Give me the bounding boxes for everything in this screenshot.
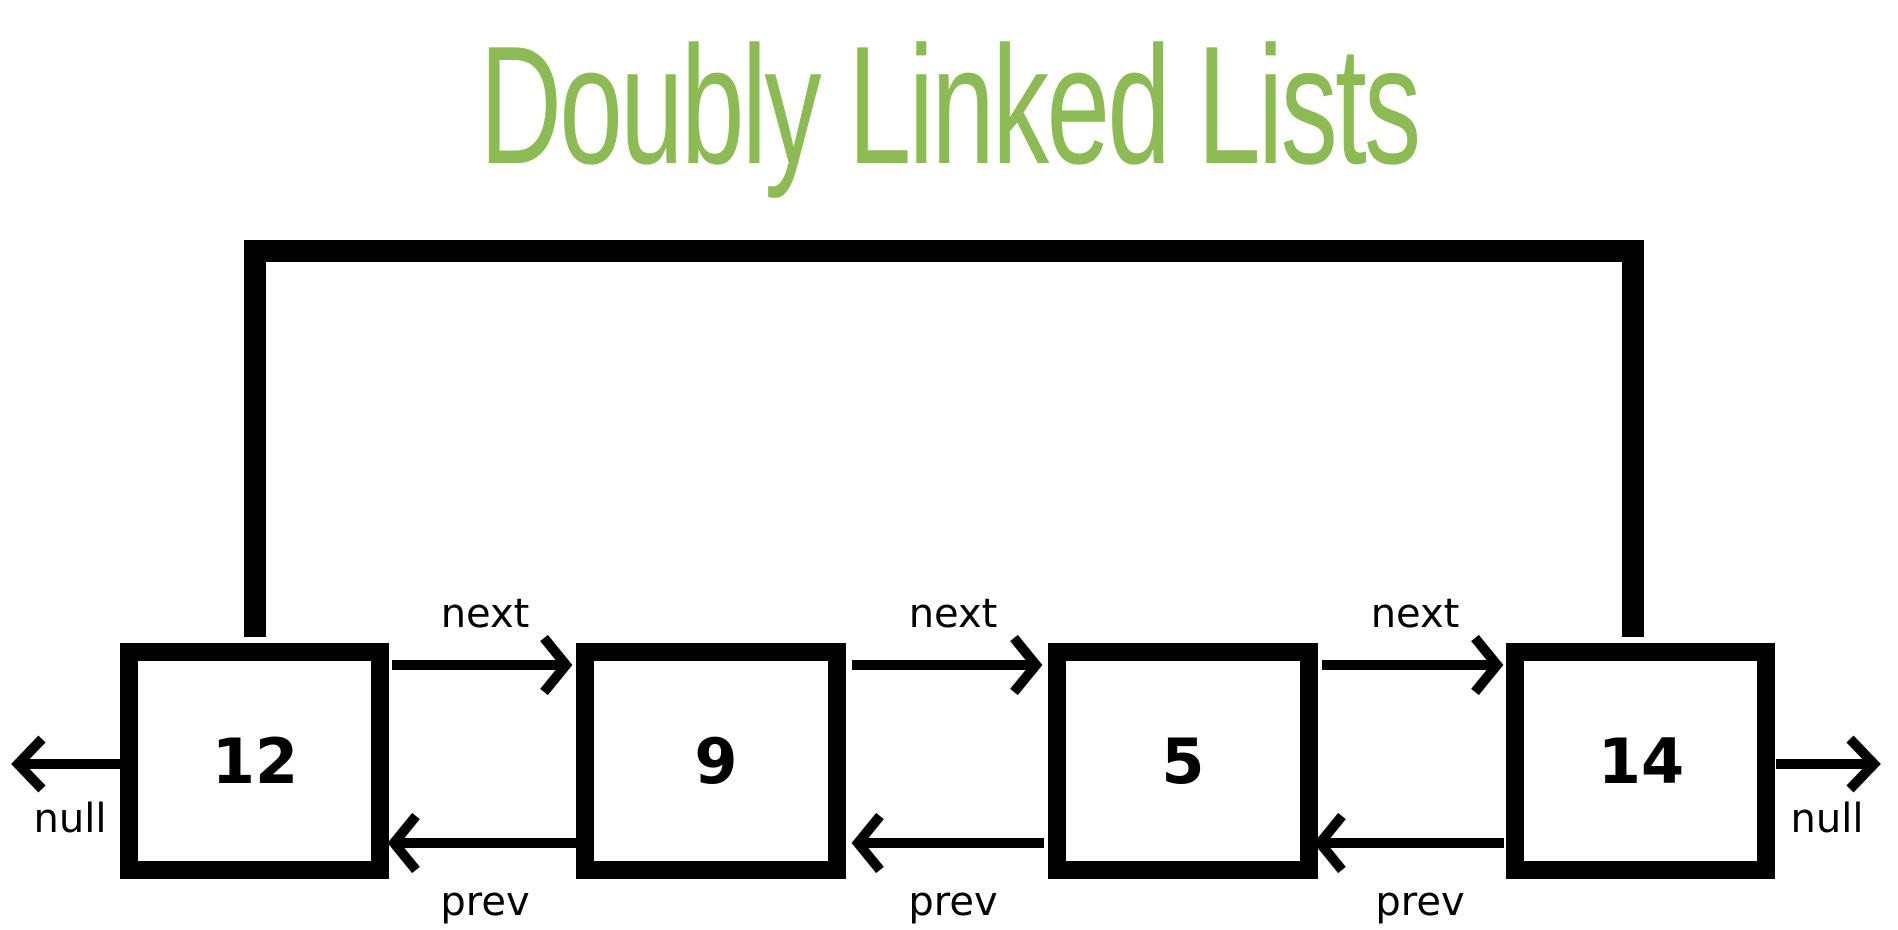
next-label: next	[441, 591, 530, 637]
connector-top-bar	[244, 240, 1644, 262]
prev-label: prev	[1375, 879, 1464, 925]
prev-arrow	[387, 812, 577, 874]
prev-label: prev	[908, 879, 997, 925]
node: 12	[120, 643, 389, 879]
node-box	[1506, 643, 1775, 879]
next-label: next	[909, 591, 998, 637]
node-box	[120, 643, 389, 879]
next-label: next	[1371, 591, 1460, 637]
null-arrow-left	[11, 735, 121, 793]
null-arrow-right	[1776, 735, 1881, 793]
node-value: 5	[1161, 725, 1204, 798]
node: 14	[1506, 643, 1775, 879]
prev-label: prev	[440, 879, 529, 925]
node: 5	[1048, 643, 1318, 879]
next-arrow	[1322, 634, 1504, 696]
node-value: 12	[212, 725, 298, 798]
prev-arrow	[851, 812, 1044, 874]
prev-arrow	[1313, 812, 1504, 874]
node-value: 14	[1598, 725, 1684, 798]
node-box	[576, 643, 846, 879]
connector-right-riser	[1622, 240, 1644, 637]
null-label-right: null	[1791, 796, 1864, 842]
diagram-title: Doubly Linked Lists	[479, 11, 1422, 199]
connector-left-riser	[244, 240, 266, 637]
next-arrow	[852, 634, 1043, 696]
null-label-left: null	[34, 796, 107, 842]
node: 9	[576, 643, 846, 879]
node-value: 9	[694, 725, 737, 798]
head-tail-connector	[244, 240, 1644, 637]
next-arrow	[392, 634, 573, 696]
node-box	[1048, 643, 1318, 879]
